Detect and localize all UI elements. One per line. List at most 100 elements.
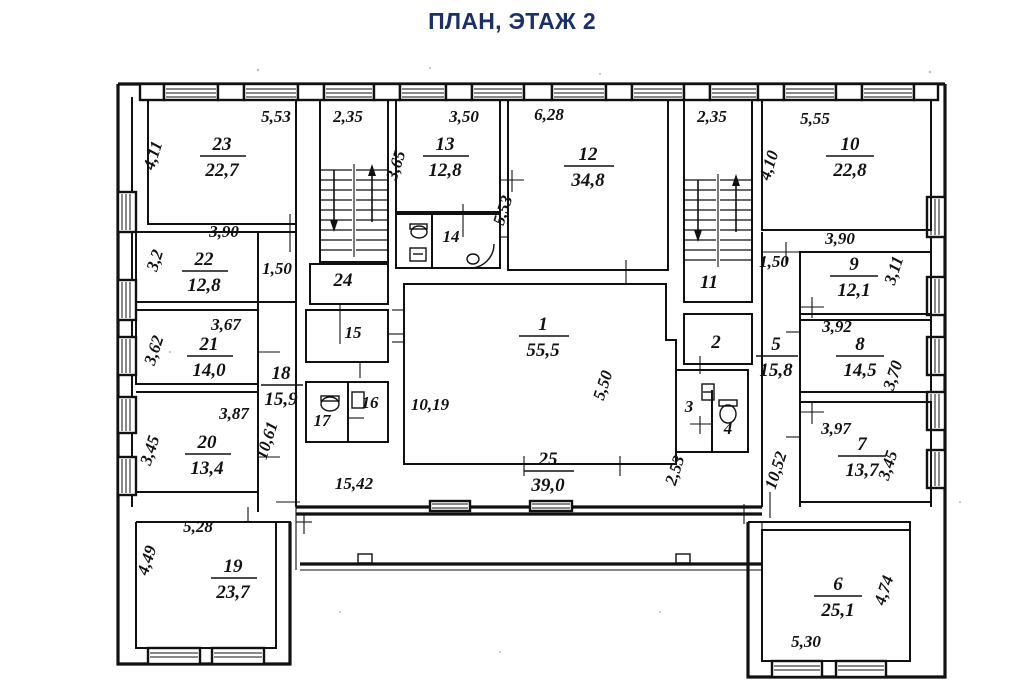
room-number-20: 20 — [197, 432, 218, 453]
room-number-13: 13 — [436, 134, 455, 155]
left-wall-windows — [116, 190, 138, 497]
room-number-16: 16 — [362, 393, 380, 412]
dim-label: 6,28 — [534, 105, 564, 124]
dim-label: 3,2 — [142, 247, 167, 275]
room-number-18: 18 — [272, 363, 292, 384]
dim-label: 5,53 — [489, 193, 516, 228]
dim-label: 4,74 — [870, 573, 898, 608]
dim-label: 3,67 — [210, 315, 242, 334]
room-1 — [392, 283, 677, 476]
room-14 — [395, 213, 501, 269]
dim-label: 3,70 — [879, 358, 907, 394]
room-labels: 23 22,7 22 12,8 21 14,0 20 13,4 19 23,7 … — [182, 134, 886, 621]
page-title: ПЛАН, ЭТАЖ 2 — [428, 8, 596, 34]
dim-label: 3,65 — [382, 148, 410, 184]
room-area-7: 13,7 — [845, 460, 880, 481]
room-number-12: 12 — [579, 144, 599, 165]
dim-label: 3,90 — [824, 229, 855, 248]
dim-label: 3,90 — [208, 222, 239, 241]
room-area-25: 39,0 — [530, 475, 565, 496]
dimension-labels: 5,53 4,11 3,90 3,2 1,50 3,67 3,62 3,87 3… — [133, 105, 907, 651]
dim-label: 2,35 — [332, 107, 363, 126]
room-number-7: 7 — [857, 434, 868, 455]
stairwell-right — [683, 99, 753, 303]
dim-label: 3,92 — [821, 317, 852, 336]
dim-label: 3,11 — [880, 254, 907, 288]
room-number-8: 8 — [855, 334, 865, 355]
room-area-6: 25,1 — [820, 600, 854, 621]
dim-label: 3,62 — [140, 333, 168, 369]
dim-label: 5,53 — [261, 107, 291, 126]
room-24 — [309, 263, 389, 305]
dim-label: 5,28 — [183, 517, 213, 536]
room-number-24: 24 — [333, 270, 353, 291]
room-number-17: 17 — [314, 411, 333, 430]
room-number-14: 14 — [443, 227, 460, 246]
room-number-3: 3 — [684, 397, 694, 416]
stairwell-left — [319, 99, 389, 263]
dim-label: 2,35 — [696, 107, 727, 126]
room-area-8: 14,5 — [843, 360, 877, 381]
room-15 — [305, 304, 404, 378]
room-25 — [295, 504, 762, 571]
room-area-18: 15,9 — [264, 389, 298, 410]
room-number-5: 5 — [771, 334, 781, 355]
dim-label: 3,87 — [218, 404, 250, 423]
room-8 — [799, 319, 932, 393]
top-wall-windows — [138, 82, 940, 102]
room-number-21: 21 — [199, 334, 219, 355]
room-area-13: 12,8 — [428, 160, 462, 181]
room-number-23: 23 — [212, 134, 232, 155]
scan-speckles — [169, 67, 961, 653]
room-6 — [748, 521, 911, 662]
room-area-22: 12,8 — [187, 275, 221, 296]
room-area-23: 22,7 — [204, 160, 240, 181]
room-9 — [799, 251, 932, 318]
dim-label: 1,50 — [262, 259, 292, 278]
dim-label: 3,45 — [874, 448, 902, 484]
room-10 — [761, 99, 932, 231]
right-wall-windows — [925, 195, 947, 490]
room-number-10: 10 — [841, 134, 861, 155]
bottom-left-windows — [146, 646, 266, 666]
room-area-1: 55,5 — [526, 340, 560, 361]
room-13 — [395, 99, 524, 237]
room-area-10: 22,8 — [832, 160, 867, 181]
room-number-22: 22 — [194, 249, 215, 270]
room-number-9: 9 — [849, 254, 859, 275]
room-area-21: 14,0 — [192, 360, 226, 381]
dim-label: 15,42 — [335, 474, 374, 493]
room-number-2: 2 — [710, 332, 721, 353]
room-7 — [799, 401, 932, 503]
room-area-20: 13,4 — [190, 458, 223, 479]
dim-label: 2,53 — [661, 453, 689, 489]
dim-label: 10,19 — [411, 395, 450, 414]
bottom-right-windows — [770, 659, 888, 679]
dim-label: 5,55 — [800, 109, 830, 128]
dim-label: 3,45 — [136, 433, 164, 469]
floor-plan-drawing: 23 22,7 22 12,8 21 14,0 20 13,4 19 23,7 … — [116, 67, 961, 679]
dim-label: 5,50 — [589, 368, 616, 403]
room-area-19: 23,7 — [215, 582, 251, 603]
dim-label: 3,50 — [448, 107, 479, 126]
room-number-11: 11 — [700, 272, 718, 293]
room-18 — [257, 224, 297, 512]
dim-label: 10,61 — [252, 419, 282, 461]
room-number-1: 1 — [538, 314, 548, 335]
room-number-4: 4 — [723, 419, 733, 438]
room-19 — [135, 501, 300, 652]
room-number-15: 15 — [345, 323, 363, 342]
room-number-19: 19 — [224, 556, 244, 577]
room-number-6: 6 — [833, 574, 843, 595]
dim-label: 10,52 — [761, 449, 791, 492]
room-number-25: 25 — [538, 449, 559, 470]
dim-label: 1,50 — [759, 252, 789, 271]
plain-room-numbers: 24 15 16 17 14 11 2 3 4 — [314, 227, 733, 438]
dim-label: 4,11 — [139, 139, 166, 173]
room-area-5: 15,8 — [759, 360, 793, 381]
dim-label: 5,30 — [791, 632, 821, 651]
room-12 — [500, 99, 669, 284]
dim-label: 4,10 — [755, 148, 783, 184]
room-area-9: 12,1 — [837, 280, 870, 301]
